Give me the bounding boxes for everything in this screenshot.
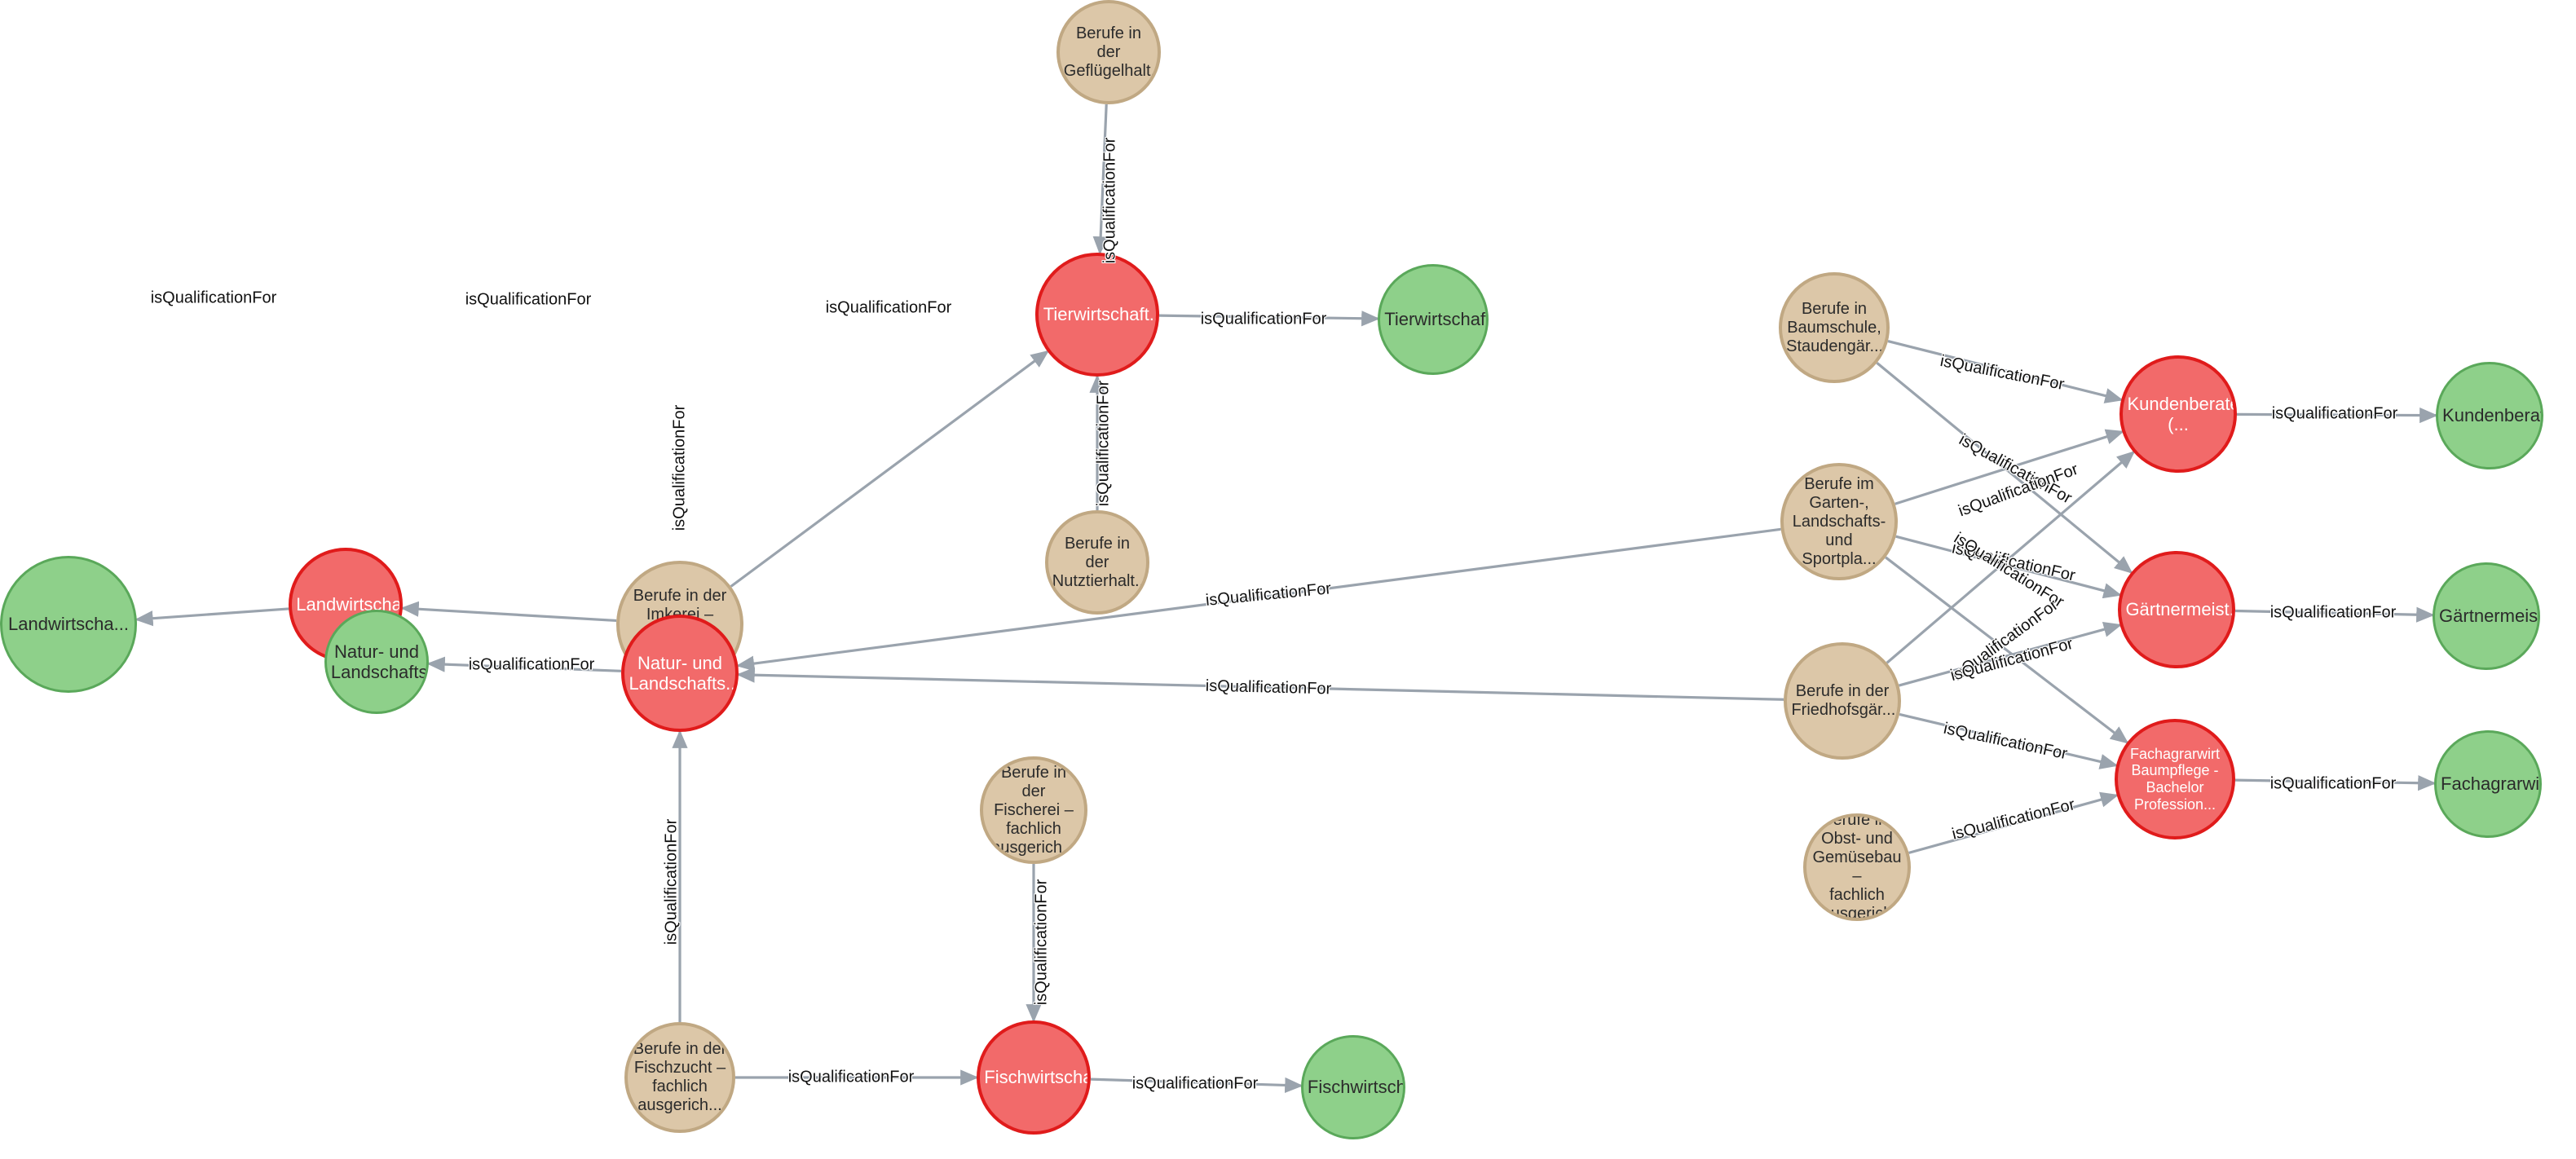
node-label: Kundenberat... bbox=[2442, 405, 2541, 426]
edge-label: isQualificationFor bbox=[1205, 676, 1332, 698]
node-label: Natur- und Landschafts... bbox=[330, 641, 428, 682]
node-label: Tierwirtschaft... bbox=[1384, 309, 1486, 330]
graph-edge bbox=[400, 601, 617, 623]
graph-node-fischwirtschaft-red[interactable]: Fischwirtscha... bbox=[977, 1020, 1091, 1135]
edge-label: isQualificationFor bbox=[662, 818, 681, 945]
node-label: Berufe in der Nutztierhalt... bbox=[1052, 534, 1149, 590]
graph-node-tierwirtschaft-red[interactable]: Tierwirtschaft... bbox=[1035, 253, 1159, 377]
graph-node-fachagrar-red[interactable]: Fachagrarwirt Baumpflege - Bachelor Prof… bbox=[2115, 719, 2235, 840]
graph-node-fischzucht-tan[interactable]: Berufe in der Fischzucht – fachlich ausg… bbox=[624, 1022, 735, 1133]
edge-label: isQualificationFor bbox=[468, 655, 595, 674]
node-label: Landwirtscha... bbox=[8, 614, 129, 635]
node-label: Berufe im Garten-, Landschafts- und Spor… bbox=[1792, 474, 1886, 568]
node-label: Berufe in der Fischerei – fachlich ausge… bbox=[991, 763, 1076, 857]
node-label: Kundenberater (... bbox=[2127, 393, 2237, 434]
edge-label: isQualificationFor bbox=[1950, 795, 2077, 844]
graph-node-gefluegel-tan[interactable]: Berufe in der Geflügelhalt... bbox=[1056, 0, 1161, 104]
node-label: Tierwirtschaft... bbox=[1043, 304, 1159, 325]
edge-label: isQualificationFor bbox=[670, 404, 689, 531]
edge-label: isQualificationFor bbox=[2269, 603, 2397, 622]
graph-node-garten-tan[interactable]: Berufe im Garten-, Landschafts- und Spor… bbox=[1780, 463, 1898, 580]
graph-node-natur-red[interactable]: Natur- und Landschafts... bbox=[621, 615, 739, 732]
node-label: Berufe in der Friedhofsgär... bbox=[1791, 682, 1896, 719]
graph-node-friedhof-tan[interactable]: Berufe in der Friedhofsgär... bbox=[1784, 642, 1901, 760]
node-label: Fachagrarwirt... bbox=[2441, 773, 2540, 795]
graph-edge bbox=[730, 350, 1050, 588]
edge-label: isQualificationFor bbox=[1200, 310, 1327, 328]
edge-label: isQualificationFor bbox=[825, 298, 952, 317]
graph-node-tierwirtschaft-green[interactable]: Tierwirtschaft... bbox=[1378, 264, 1489, 375]
node-label: Berufe in der Geflügelhalt... bbox=[1063, 24, 1161, 80]
node-label: Fischwirtscha... bbox=[984, 1067, 1087, 1088]
graph-node-fischerei-tan[interactable]: Berufe in der Fischerei – fachlich ausge… bbox=[980, 756, 1087, 864]
graph-node-kundenberater-red[interactable]: Kundenberater (... bbox=[2119, 355, 2237, 473]
edge-label: isQualificationFor bbox=[1131, 1074, 1259, 1093]
graph-node-kundenberater-green[interactable]: Kundenberat... bbox=[2436, 362, 2543, 469]
graph-node-gaertner-red[interactable]: Gärtnermeist... bbox=[2118, 551, 2235, 668]
edge-label: isQualificationFor bbox=[1939, 351, 2067, 394]
graph-node-landwirtschaft-green[interactable]: Landwirtscha... bbox=[0, 556, 137, 693]
graph-node-baumschule-tan[interactable]: Berufe in Baumschule, Staudengär... bbox=[1779, 272, 1890, 383]
edge-label: isQualificationFor bbox=[1942, 719, 2069, 764]
node-label: Fischwirtscha... bbox=[1307, 1077, 1405, 1098]
node-label: Berufe in Baumschule, Staudengär... bbox=[1786, 299, 1884, 355]
node-label: Fachagrarwirt Baumpflege - Bachelor Prof… bbox=[2129, 745, 2220, 813]
graph-node-obst-tan[interactable]: Berufe im Obst- und Gemüsebau – fachlich… bbox=[1803, 813, 1911, 921]
node-label: Berufe im Obst- und Gemüsebau – fachlich… bbox=[1812, 813, 1902, 921]
edge-label: isQualificationFor bbox=[465, 290, 592, 309]
edge-label: isQualificationFor bbox=[1032, 879, 1051, 1006]
node-label: Berufe in der Fischzucht – fachlich ausg… bbox=[633, 1040, 727, 1114]
graph-node-gaertner-green[interactable]: Gärtnermeist... bbox=[2433, 562, 2540, 670]
graph-node-fischwirtschaft-green[interactable]: Fischwirtscha... bbox=[1301, 1035, 1405, 1139]
edge-label: isQualificationFor bbox=[150, 289, 277, 307]
graph-node-natur-green[interactable]: Natur- und Landschafts... bbox=[324, 610, 429, 714]
edge-label: isQualificationFor bbox=[787, 1068, 915, 1086]
edge-label: isQualificationFor bbox=[1204, 580, 1332, 610]
edge-label: isQualificationFor bbox=[1101, 137, 1119, 264]
edge-label: isQualificationFor bbox=[2271, 404, 2398, 423]
node-label: Natur- und Landschafts... bbox=[629, 652, 739, 694]
graph-node-fachagrar-green[interactable]: Fachagrarwirt... bbox=[2434, 730, 2542, 838]
node-label: Gärtnermeist... bbox=[2439, 606, 2539, 627]
edge-label: isQualificationFor bbox=[1094, 380, 1113, 507]
graph-edge bbox=[135, 607, 289, 627]
edge-label: isQualificationFor bbox=[2269, 774, 2397, 793]
graph-node-nutztier-tan[interactable]: Berufe in der Nutztierhalt... bbox=[1045, 510, 1149, 615]
node-label: Gärtnermeist... bbox=[2125, 599, 2235, 620]
